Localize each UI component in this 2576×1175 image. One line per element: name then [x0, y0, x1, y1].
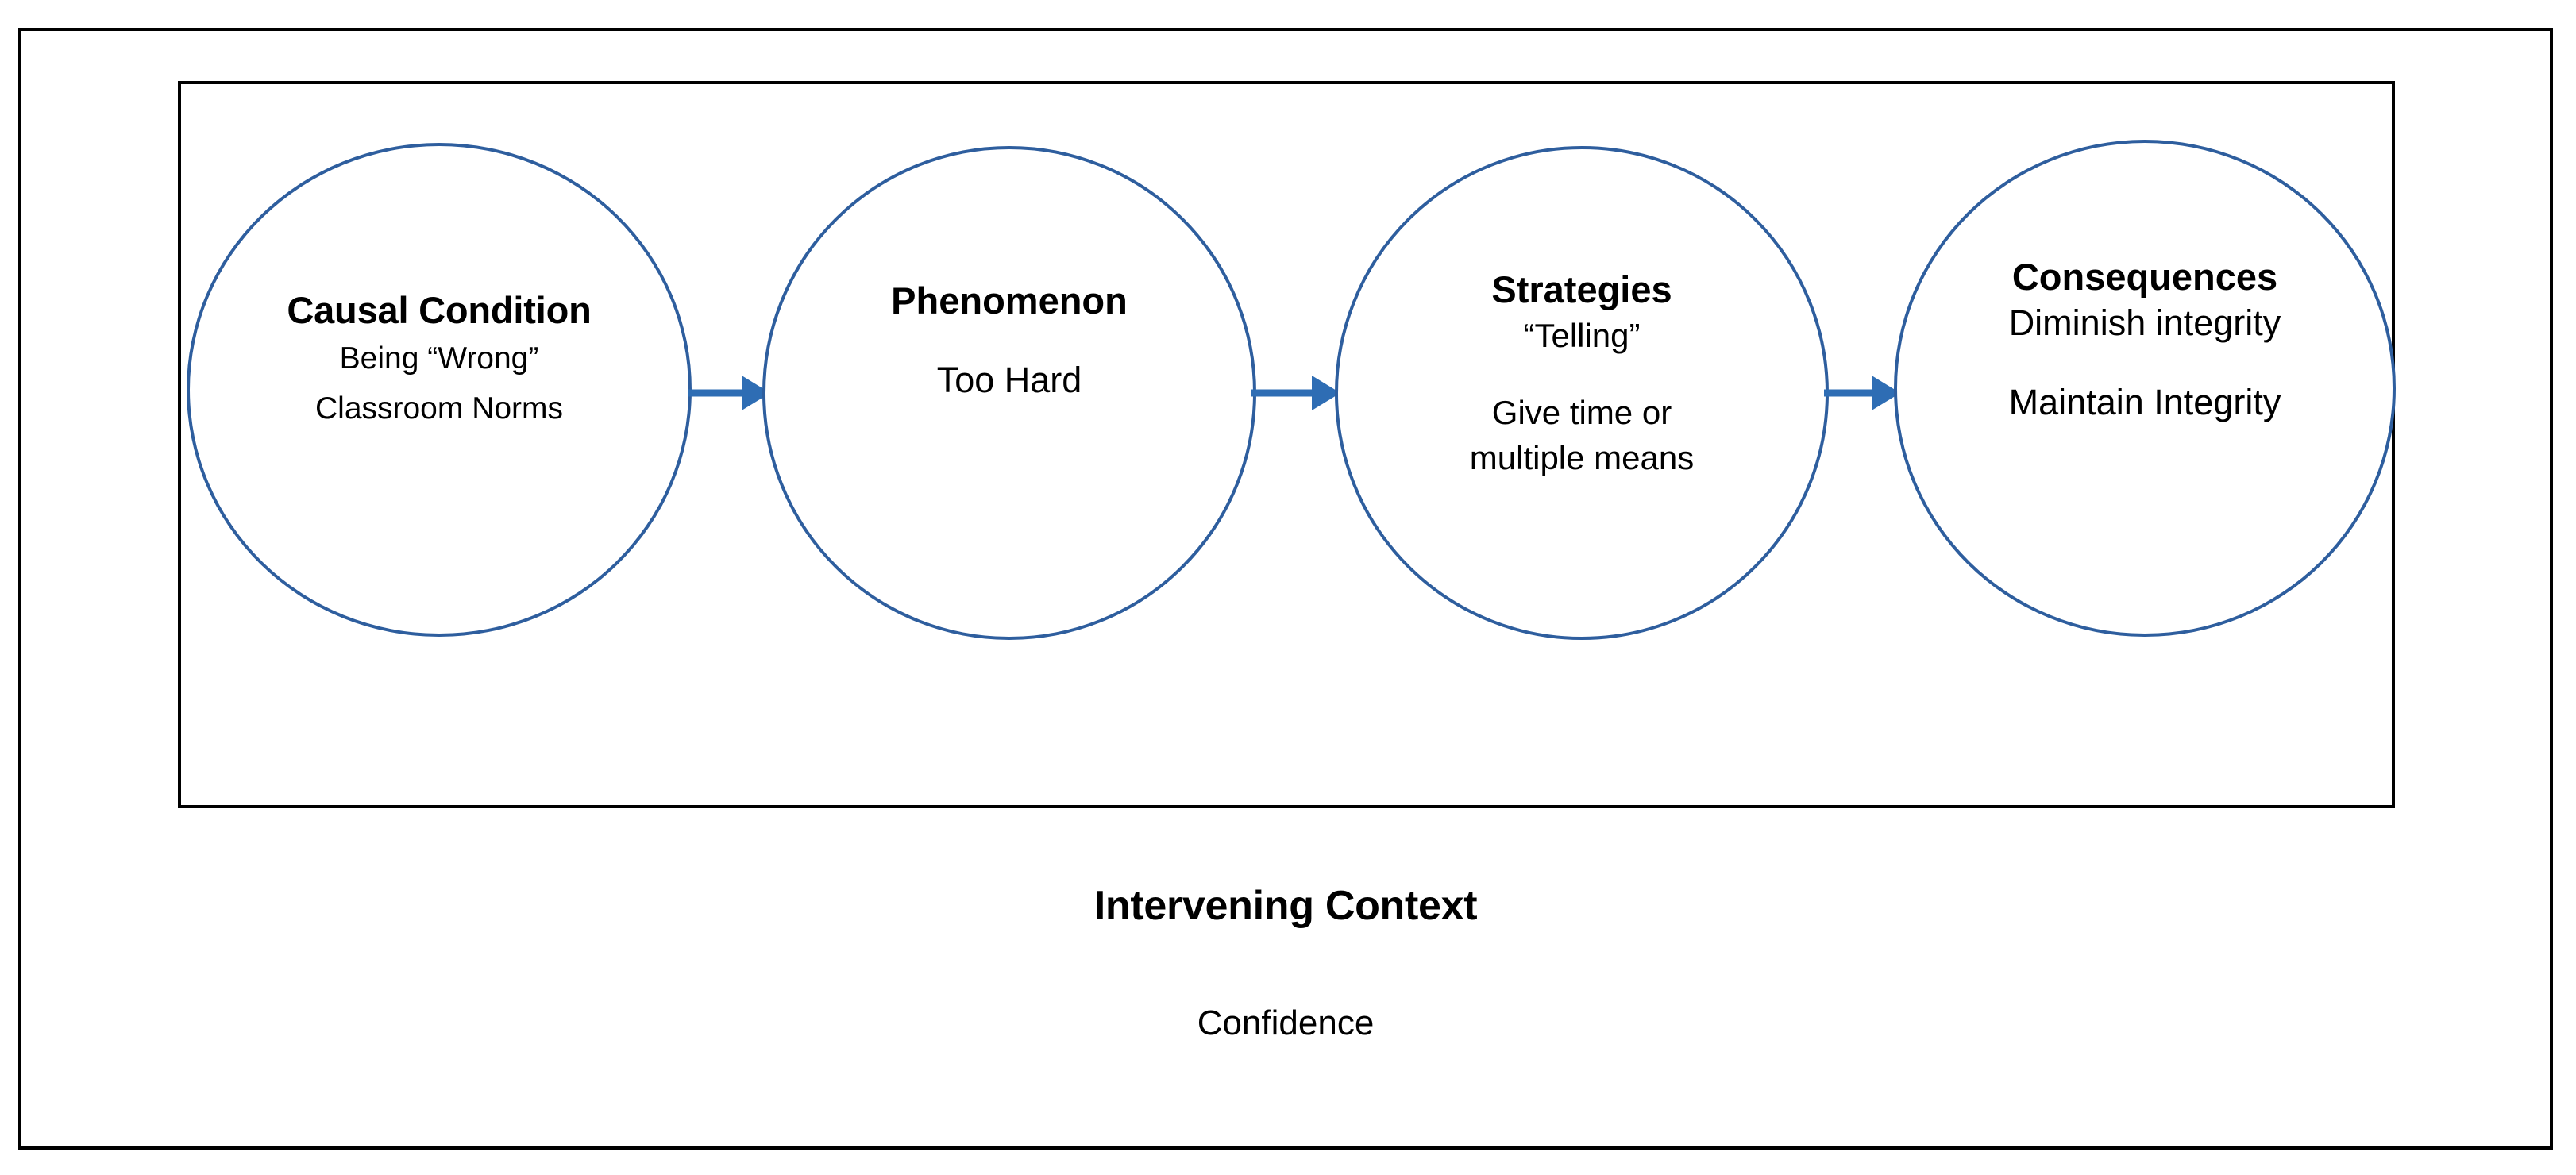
node-strategies-line-3: multiple means: [1469, 439, 1695, 476]
node-consequences[interactable]: Consequences Diminish integrity Maintain…: [1894, 140, 2396, 637]
node-strategies-body: Strategies “Telling” Give time or multip…: [1265, 149, 1899, 480]
node-phenomenon-spacer: [692, 324, 1326, 357]
node-causal-condition-line-1: Being “Wrong”: [339, 341, 539, 376]
intervening-context-value: Confidence: [1197, 1004, 1375, 1042]
node-strategies-title: Strategies: [1491, 268, 1672, 310]
node-consequences-line-2: Maintain Integrity: [2008, 382, 2281, 422]
node-phenomenon-title: Phenomenon: [891, 279, 1128, 322]
node-consequences-title: Consequences: [2011, 256, 2278, 298]
node-causal-condition-title: Causal Condition: [287, 289, 592, 331]
connector-strategies-to-consequences: [1824, 361, 1900, 425]
node-strategies-line-2: Give time or: [1491, 394, 1672, 431]
intervening-context-title: Intervening Context: [1093, 883, 1478, 929]
node-consequences-body: Consequences Diminish integrity Maintain…: [1822, 143, 2466, 426]
connector-causal-condition-to-phenomenon: [688, 361, 770, 425]
node-strategies[interactable]: Strategies “Telling” Give time or multip…: [1335, 146, 1829, 640]
arrow-right-icon: [1251, 376, 1340, 410]
node-consequences-line-1: Diminish integrity: [2008, 302, 2281, 343]
intervening-context-spacer: [18, 930, 2553, 1002]
node-strategies-spacer: [1265, 358, 1899, 390]
node-strategies-line-1: “Telling”: [1523, 317, 1641, 354]
node-phenomenon-body: Phenomenon Too Hard: [692, 149, 1326, 403]
node-consequences-spacer: [1822, 346, 2466, 379]
node-causal-condition-line-2: Classroom Norms: [314, 391, 564, 426]
connector-phenomenon-to-strategies: [1251, 361, 1340, 425]
arrow-right-icon: [1824, 376, 1900, 410]
node-phenomenon[interactable]: Phenomenon Too Hard: [762, 146, 1256, 640]
node-causal-condition-body: Causal Condition Being “Wrong” Classroom…: [115, 146, 763, 433]
intervening-context-block: Intervening Context Confidence: [18, 881, 2553, 1045]
node-phenomenon-line-1: Too Hard: [936, 360, 1082, 400]
node-causal-condition[interactable]: Causal Condition Being “Wrong” Classroom…: [187, 143, 692, 637]
arrow-right-icon: [688, 376, 770, 410]
